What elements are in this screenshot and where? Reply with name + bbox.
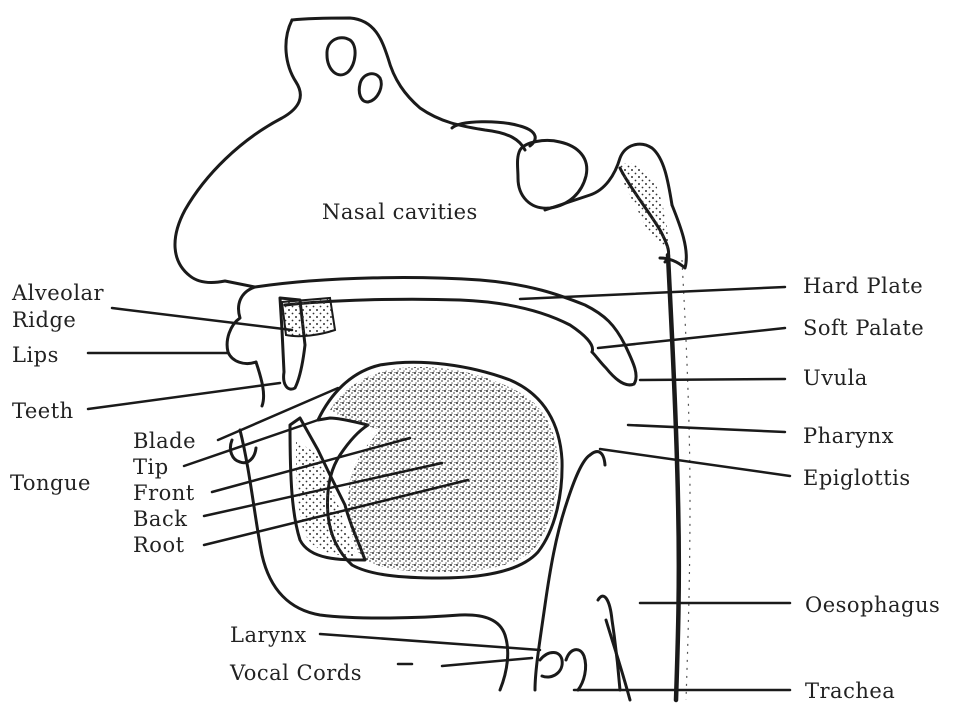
tip-label: Tip [133,457,169,478]
nasal-cavities-label: Nasal cavities [322,202,478,223]
leader-pharynx [628,425,785,432]
nasal-outline [175,20,300,287]
uvula-label: Uvula [803,368,868,389]
oesophagus-label: Oesophagus [805,595,940,616]
larynx-label: Larynx [230,625,307,646]
front-label: Front [133,483,195,504]
epiglottis-label: Epiglottis [803,468,911,489]
vocal-cords-label: Vocal Cords [230,663,362,684]
leader-epiglottis [600,449,790,476]
blade-label: Blade [133,431,196,452]
leader-soft-palate [598,328,785,348]
trachea-label: Trachea [805,681,895,702]
pharynx-front [590,452,605,465]
alveolar-ridge-label-line1: Alveolar [12,283,104,304]
sinus-1 [327,38,355,75]
teeth-label: Teeth [12,401,74,422]
soft-palate-fill [620,164,668,252]
leader-teeth [88,383,280,409]
trachea-wall [598,596,620,690]
leader-uvula [640,379,785,380]
root-label: Root [133,535,185,556]
leader-vocal-cords [442,658,532,666]
spinal-line [668,255,679,700]
frontal-bone-outline [292,18,525,150]
leader-hard-plate [520,287,785,299]
leader-alveolar [112,308,292,330]
trachea-wall-2 [606,620,630,700]
sinus-2 [359,74,381,102]
hard-plate-label: Hard Plate [803,276,923,297]
lower-teeth-fill [296,440,356,556]
vocal-cords [540,650,586,690]
soft-palate-label: Soft Palate [803,318,924,339]
tongue-label: Tongue [10,473,91,494]
soft-palate [592,345,636,385]
pharynx-label: Pharynx [803,426,894,447]
lips-label: Lips [12,345,59,366]
back-label: Back [133,509,187,530]
alveolar-ridge-label-line2: Ridge [12,310,76,331]
lower-lip-jaw [256,362,264,406]
tongue-fill [330,367,558,572]
